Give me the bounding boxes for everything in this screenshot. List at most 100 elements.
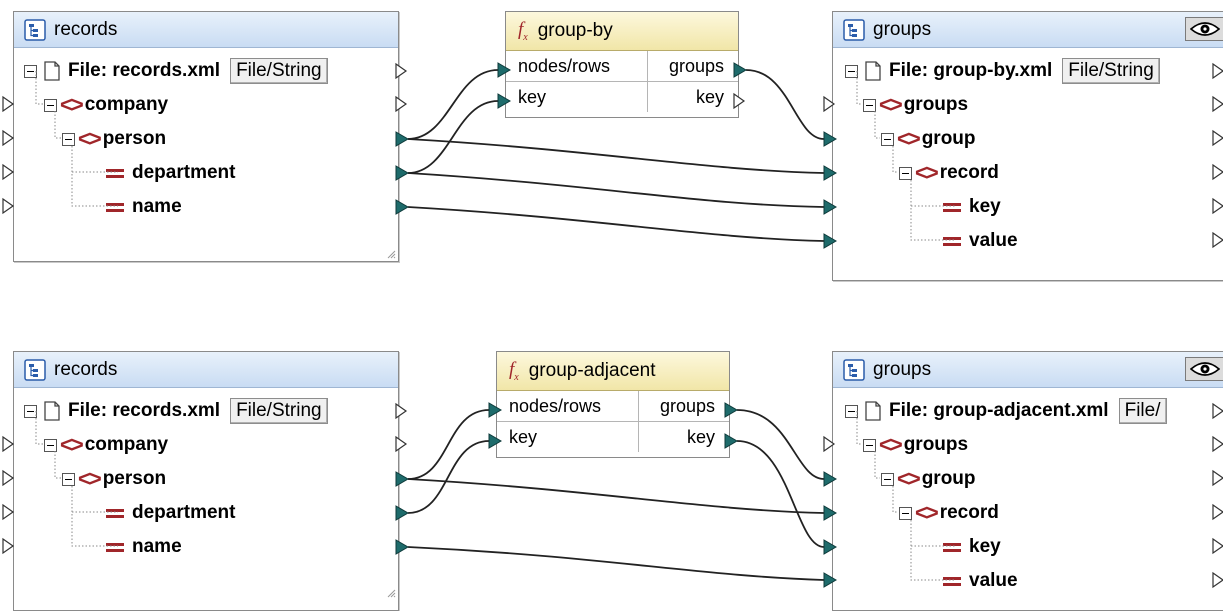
function-header[interactable]: fx group-by [506, 12, 738, 51]
collapse-icon[interactable] [24, 404, 37, 418]
connection-line[interactable] [407, 206, 825, 242]
resize-grip-icon[interactable] [386, 249, 396, 259]
connector-icon[interactable] [2, 163, 15, 181]
connector-icon[interactable] [2, 469, 15, 487]
collapse-icon[interactable] [44, 98, 57, 112]
file-icon [865, 61, 881, 81]
tree-item-name[interactable]: name [102, 192, 182, 222]
source-component-records[interactable]: records File: records.xml File/String <>… [13, 351, 399, 611]
function-row: key key [497, 422, 729, 452]
attribute-icon [943, 200, 961, 215]
connection-line[interactable] [407, 546, 825, 581]
connection-line[interactable] [745, 69, 825, 140]
element-icon: <> [60, 92, 84, 117]
connection-line[interactable] [407, 478, 825, 514]
collapse-icon[interactable] [863, 98, 876, 112]
collapse-icon[interactable] [44, 438, 57, 452]
file-string-button[interactable]: File/String [230, 398, 328, 424]
collapse-icon[interactable] [845, 404, 858, 418]
tree-item-company[interactable]: <> company [44, 430, 168, 460]
connector-icon[interactable] [2, 537, 15, 555]
connector-icon[interactable] [2, 435, 15, 453]
output-groups[interactable]: groups [659, 395, 715, 416]
tree-item-department[interactable]: department [102, 158, 235, 188]
connector-icon[interactable] [2, 129, 15, 147]
tree-item-name[interactable]: name [102, 532, 182, 562]
component-header[interactable]: groups [833, 12, 1223, 48]
input-nodes-rows[interactable]: nodes/rows [497, 391, 639, 421]
component-header[interactable]: groups [833, 352, 1223, 388]
function-group-adjacent[interactable]: fx group-adjacent nodes/rows groups key … [496, 351, 730, 458]
item-label: department [132, 162, 236, 183]
component-title: groups [873, 358, 932, 380]
tree-item-department[interactable]: department [102, 498, 235, 528]
collapse-icon[interactable] [62, 472, 75, 486]
collapse-icon[interactable] [899, 166, 912, 180]
tree-item-company[interactable]: <> company [44, 90, 168, 120]
item-label: value [969, 570, 1018, 591]
output-key[interactable]: key [695, 86, 724, 107]
element-icon: <> [897, 466, 921, 491]
tree-item-record[interactable]: <> record [899, 498, 999, 528]
eye-icon [1190, 21, 1220, 37]
connector-icon[interactable] [2, 95, 15, 113]
connector-icon[interactable] [2, 503, 15, 521]
eye-icon [1190, 361, 1220, 377]
tree-item-value[interactable]: value [939, 566, 1018, 596]
file-string-button[interactable]: File/String [230, 58, 328, 84]
connection-line[interactable] [407, 69, 499, 140]
collapse-icon[interactable] [24, 64, 37, 78]
file-string-button[interactable]: File/String [1062, 58, 1160, 84]
collapse-icon[interactable] [881, 132, 894, 146]
attribute-icon [106, 540, 124, 555]
connection-line[interactable] [407, 100, 499, 174]
function-header[interactable]: fx group-adjacent [497, 352, 729, 391]
file-string-button[interactable]: File/ [1118, 398, 1167, 424]
output-key[interactable]: key [686, 426, 715, 447]
tree-item-group[interactable]: <> group [881, 464, 976, 494]
tree-item-person[interactable]: <> person [62, 464, 166, 494]
item-label: record [939, 162, 999, 183]
element-icon: <> [60, 432, 84, 457]
connection-line[interactable] [407, 172, 825, 208]
tree-item-value[interactable]: value [939, 226, 1018, 256]
tree-item-person[interactable]: <> person [62, 124, 166, 154]
input-key[interactable]: key [506, 82, 648, 112]
collapse-icon[interactable] [845, 64, 858, 78]
tree-item-group[interactable]: <> group [881, 124, 976, 154]
tree-item-key[interactable]: key [939, 192, 1001, 222]
function-group-by[interactable]: fx group-by nodes/rows groups key key [505, 11, 739, 118]
preview-button[interactable] [1185, 357, 1223, 381]
input-nodes-rows[interactable]: nodes/rows [506, 51, 648, 81]
component-header[interactable]: records [14, 12, 398, 48]
connection-line[interactable] [407, 409, 490, 480]
collapse-icon[interactable] [863, 438, 876, 452]
tree-item-groups[interactable]: <> groups [863, 430, 968, 460]
tree-item-record[interactable]: <> record [899, 158, 999, 188]
connector-icon[interactable] [2, 197, 15, 215]
target-component-groups[interactable]: groups File: group-adjacent.xml File/ <>… [832, 351, 1223, 611]
source-component-records[interactable]: records File: records.xml File/String <>… [13, 11, 399, 262]
connection-line[interactable] [736, 409, 825, 480]
target-component-groups[interactable]: groups File: group-by.xml File/String <>… [832, 11, 1223, 281]
connection-line[interactable] [407, 440, 490, 514]
collapse-icon[interactable] [881, 472, 894, 486]
output-groups[interactable]: groups [668, 55, 724, 76]
file-row: File: records.xml File/String [24, 396, 328, 426]
preview-button[interactable] [1185, 17, 1223, 41]
tree-item-groups[interactable]: <> groups [863, 90, 968, 120]
input-key[interactable]: key [497, 422, 639, 452]
tree-item-key[interactable]: key [939, 532, 1001, 562]
file-icon [44, 401, 60, 421]
resize-grip-icon[interactable] [386, 588, 396, 598]
connection-line[interactable] [407, 138, 825, 174]
component-header[interactable]: records [14, 352, 398, 388]
collapse-icon[interactable] [62, 132, 75, 146]
item-label: name [132, 196, 182, 217]
collapse-icon[interactable] [899, 506, 912, 520]
element-icon: <> [879, 92, 903, 117]
attribute-icon [943, 574, 961, 589]
file-label: File: records.xml [68, 400, 221, 421]
connection-line[interactable] [736, 440, 825, 548]
file-row: File: group-by.xml File/String [845, 56, 1160, 86]
